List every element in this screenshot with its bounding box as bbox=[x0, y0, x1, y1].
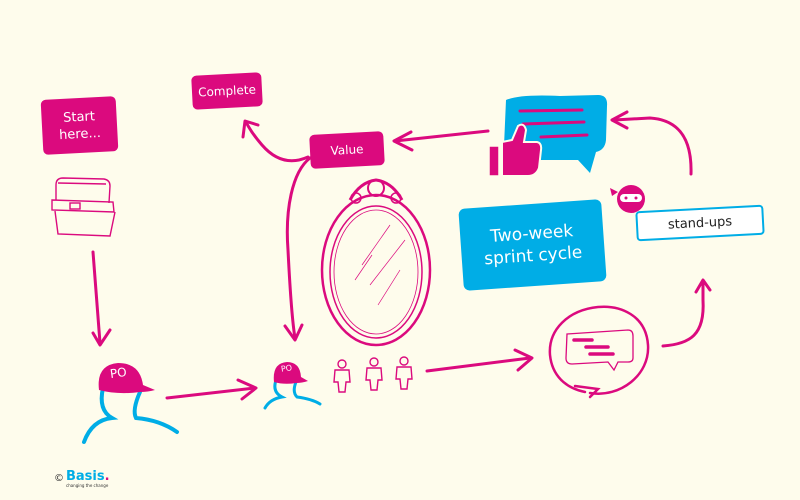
po-large-label: PO bbox=[109, 364, 128, 382]
arrow-feedback-to-value bbox=[392, 129, 490, 152]
mirror-icon bbox=[320, 178, 432, 347]
sprint-cycle-tag: Two-week sprint cycle bbox=[458, 199, 607, 291]
arrow-po-to-team bbox=[165, 378, 258, 401]
product-owner-icon bbox=[82, 363, 179, 444]
arrow-standup-to-label bbox=[661, 278, 712, 348]
brand-tagline: changing the change bbox=[66, 483, 109, 488]
chat-loop-icon bbox=[548, 305, 650, 399]
start-here-tag: Start here... bbox=[40, 96, 119, 155]
complete-label: Complete bbox=[197, 82, 257, 100]
cooler-box-icon bbox=[51, 177, 116, 237]
brand-dot: . bbox=[104, 469, 110, 484]
value-label: Value bbox=[330, 142, 364, 158]
value-tag: Value bbox=[309, 131, 385, 169]
po-small-label: PO bbox=[280, 363, 293, 374]
basis-logo: © Basis. changing the change bbox=[54, 470, 110, 488]
start-here-line1: Start bbox=[62, 108, 96, 126]
arrow-value-to-complete bbox=[241, 119, 310, 163]
brand-name: Basis bbox=[66, 469, 105, 484]
arrow-value-to-po bbox=[283, 156, 312, 342]
copyright-symbol: © bbox=[54, 473, 64, 484]
start-here-line2: here... bbox=[58, 125, 102, 143]
arrow-standups-to-feedback bbox=[610, 110, 693, 176]
arrow-team-to-standup bbox=[425, 348, 534, 373]
team-members-icon bbox=[333, 356, 413, 393]
product-owner-small-icon bbox=[263, 362, 322, 410]
standups-label: stand-ups bbox=[667, 213, 733, 233]
thumbs-up-feedback-icon bbox=[488, 95, 608, 177]
ninja-icon bbox=[610, 185, 645, 213]
complete-tag: Complete bbox=[191, 72, 263, 110]
arrow-cooler-to-po bbox=[91, 250, 112, 347]
